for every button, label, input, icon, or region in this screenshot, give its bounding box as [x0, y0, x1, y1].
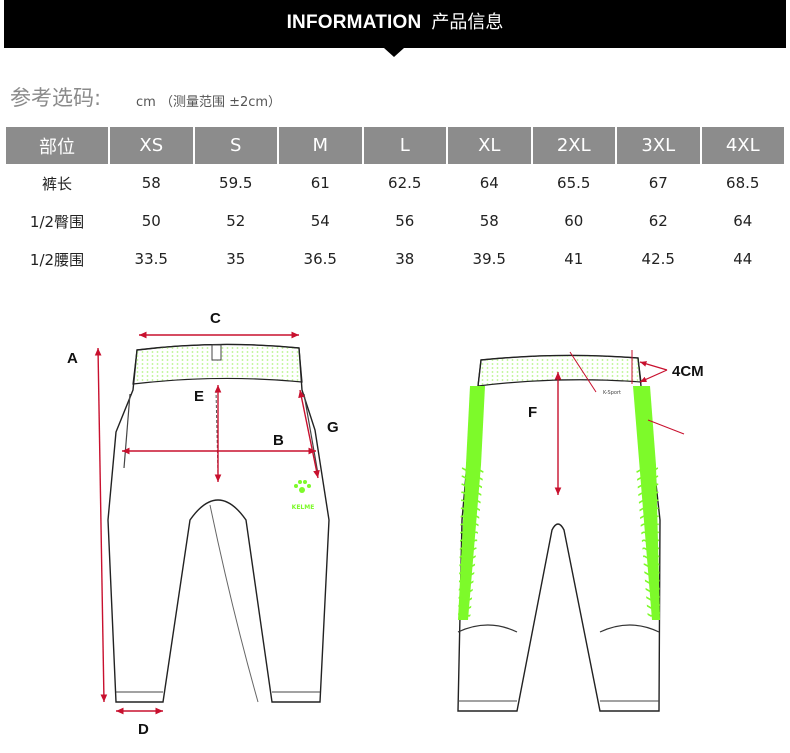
back-knee-panels: [457, 624, 660, 633]
table-cell: 35: [226, 250, 246, 268]
table-cell: 56: [395, 212, 415, 230]
kelme-logo: KELME: [292, 480, 315, 511]
label-g: G: [327, 419, 339, 436]
back-left-stripe-pattern: [458, 465, 484, 620]
reference-note: cm （测量范围 ±2cm）: [136, 95, 282, 110]
label-b: B: [273, 432, 284, 449]
waistband-pointer-bottom: [639, 369, 668, 383]
front-measurements: A C E B G D: [67, 310, 339, 738]
table-cell: 65.5: [557, 174, 591, 192]
measurement-diagram: KELME A C E B G D K-Sport F 4: [67, 310, 704, 738]
table-cell: 59.5: [219, 174, 253, 192]
size-table: 部位 XS S M L XL 2XL 3XL 4XL 裤长 58 59.5 61…: [4, 127, 786, 278]
header-cell: 部位: [6, 127, 108, 164]
table-row: 1/2腰围 33.5 35 36.5 38 39.5 41 42.5 44: [6, 240, 784, 278]
table-cell: 58: [141, 174, 161, 192]
front-drawstring-tab: [211, 344, 222, 361]
header-cell: XS: [110, 127, 193, 164]
label-waistband-4cm: 4CM: [672, 363, 704, 380]
table-cell: 64: [733, 212, 753, 230]
back-pants-drawing: K-Sport: [457, 354, 661, 712]
table-cell: 60: [564, 212, 584, 230]
banner-title-cn: 产品信息: [431, 12, 504, 33]
table-cell: 1/2臀围: [29, 212, 85, 231]
tag-pointer-line: [569, 351, 597, 393]
header-cell: L: [363, 127, 446, 164]
back-measurements: F 4CM: [528, 350, 704, 495]
banner-title: INFORMATION 产品信息: [0, 0, 790, 48]
reference-label: 参考选码:: [10, 86, 102, 110]
table-cell: 1/2腰围: [29, 250, 85, 269]
label-a: A: [67, 350, 78, 367]
header-cell: S: [194, 127, 277, 164]
table-row: 1/2臀围 50 52 54 56 58 60 62 64: [6, 202, 784, 240]
label-e: E: [194, 388, 204, 405]
table-cell: 44: [733, 250, 753, 268]
header-cell: 4XL: [701, 127, 784, 164]
front-knee-seam: [209, 504, 259, 703]
table-cell: 42.5: [641, 250, 675, 268]
front-waistband: [132, 343, 303, 385]
table-cell: 58: [479, 212, 499, 230]
measure-g-line: [298, 389, 320, 479]
measure-a-line: [94, 347, 108, 703]
table-cell: 62.5: [388, 174, 422, 192]
label-f: F: [528, 404, 537, 421]
table-cell: 41: [564, 250, 584, 268]
banner-title-en: INFORMATION: [286, 12, 422, 33]
header-cell: 3XL: [617, 127, 700, 164]
info-banner: [4, 0, 786, 48]
label-c: C: [210, 310, 221, 327]
back-right-stripe-pattern: [636, 465, 660, 620]
table-cell: 54: [310, 212, 330, 230]
back-pants-outline: [457, 354, 661, 712]
table-cell: 64: [479, 174, 499, 192]
table-cell: 39.5: [472, 250, 506, 268]
front-left-pocket: [123, 393, 131, 469]
table-cell: 36.5: [303, 250, 337, 268]
table-cell: 裤长: [41, 174, 72, 193]
header-cell: M: [279, 127, 362, 164]
waistband-pointer-top: [639, 361, 668, 371]
stripe-pointer-line: [647, 419, 685, 435]
table-cell: 67: [648, 174, 668, 192]
back-tag-text: K-Sport: [603, 390, 621, 396]
kelme-wordmark: KELME: [292, 504, 315, 511]
header-cell: 2XL: [532, 127, 615, 164]
table-header-row: 部位 XS S M L XL 2XL 3XL 4XL: [6, 127, 784, 164]
table-cell: 33.5: [134, 250, 168, 268]
table-cell: 38: [395, 250, 415, 268]
table-cell: 68.5: [726, 174, 760, 192]
table-cell: 52: [226, 212, 246, 230]
table-row: 裤长 58 59.5 61 62.5 64 65.5 67 68.5: [6, 164, 784, 202]
table-cell: 62: [648, 212, 668, 230]
table-cell: 50: [141, 212, 161, 230]
label-d: D: [138, 721, 149, 738]
table-cell: 61: [310, 174, 330, 192]
banner-notch: [384, 48, 404, 57]
header-cell: XL: [448, 127, 531, 164]
paw-icon: [299, 487, 305, 493]
